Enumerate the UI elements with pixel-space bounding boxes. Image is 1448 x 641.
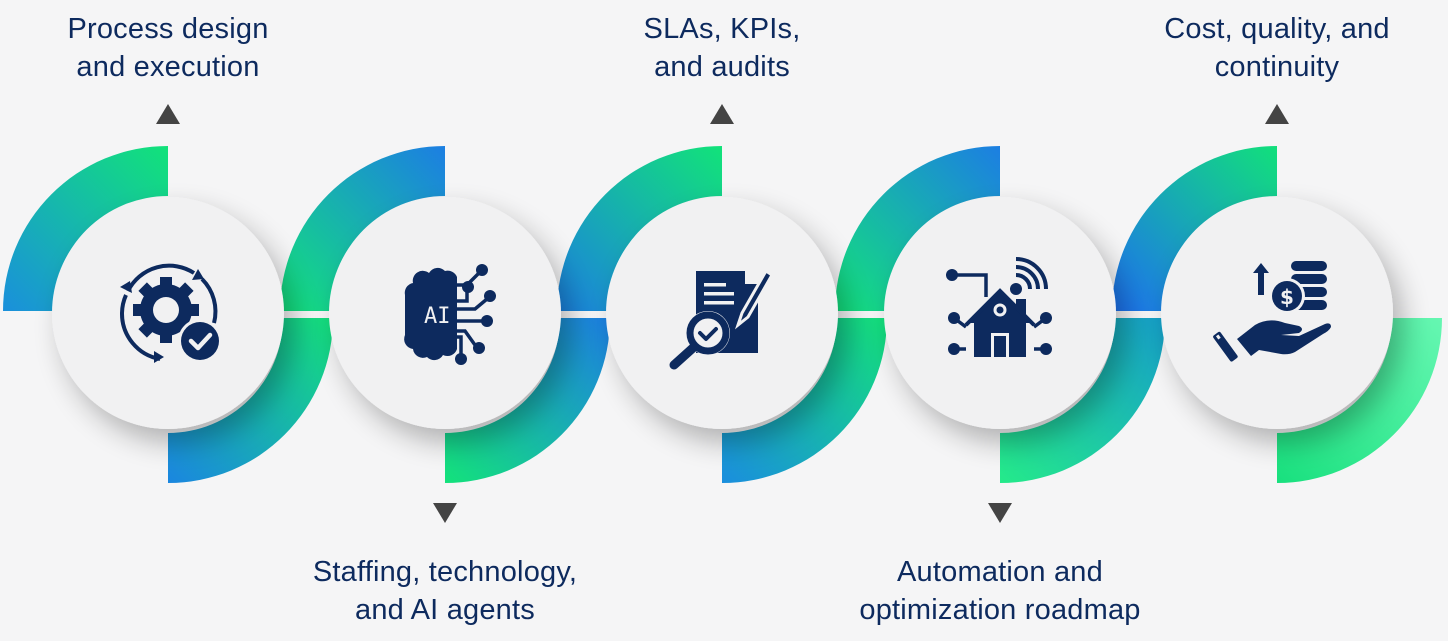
arc-top-left-step-3 [557, 146, 722, 311]
pointer-down-icon [988, 503, 1012, 523]
step-label-line: SLAs, KPIs, [643, 13, 801, 45]
step-label-5: Cost, quality, and continuity [1097, 10, 1448, 86]
gear-cycle-check-icon [119, 263, 222, 363]
arc-bottom-right-step-2 [445, 318, 610, 483]
arc-top-left-step-5 [1112, 146, 1277, 311]
step-node-1 [52, 197, 284, 429]
hand-coins-growth-icon: $ [1213, 261, 1331, 362]
arc-bottom-right-step-4 [1000, 318, 1165, 483]
arc-bottom-right-step-5 [1277, 318, 1442, 483]
step-label-line: continuity [1214, 51, 1340, 83]
step-label-line: and execution [76, 51, 260, 83]
step-label-line: Cost, quality, and [1164, 13, 1390, 45]
step-label-line: optimization roadmap [859, 594, 1141, 626]
pointer-up-icon [156, 104, 180, 124]
step-label-line: and audits [654, 51, 790, 83]
svg-text:AI: AI [424, 304, 451, 329]
step-label-3: SLAs, KPIs, and audits [542, 10, 902, 86]
arc-bottom-right-step-1 [168, 318, 333, 483]
step-label-1: Process design and execution [0, 10, 348, 86]
pointer-down-icon [433, 503, 457, 523]
document-audit-magnifier-icon [669, 268, 774, 370]
pointer-up-icon [1265, 104, 1289, 124]
svg-text:$: $ [1280, 285, 1294, 309]
step-label-4: Automation and optimization roadmap [820, 553, 1180, 629]
step-label-2: Staffing, technology, and AI agents [265, 553, 625, 629]
step-label-line: Process design [67, 13, 269, 45]
arc-top-left-step-2 [280, 146, 445, 311]
step-node-4 [884, 197, 1116, 429]
step-node-5: $ [1161, 197, 1393, 429]
step-node-3 [606, 197, 838, 429]
step-label-line: Staffing, technology, [312, 556, 578, 588]
smart-home-network-icon [946, 257, 1052, 357]
arc-top-left-step-4 [835, 146, 1000, 311]
ai-brain-circuit-icon: AI [404, 264, 496, 365]
pointer-up-icon [710, 104, 734, 124]
step-label-line: Automation and [897, 556, 1103, 588]
step-label-line: and AI agents [355, 594, 535, 626]
arc-bottom-right-step-3 [722, 318, 887, 483]
arc-top-left-step-1 [3, 146, 168, 311]
step-node-2: AI [329, 197, 561, 429]
step-circle [1161, 197, 1393, 429]
